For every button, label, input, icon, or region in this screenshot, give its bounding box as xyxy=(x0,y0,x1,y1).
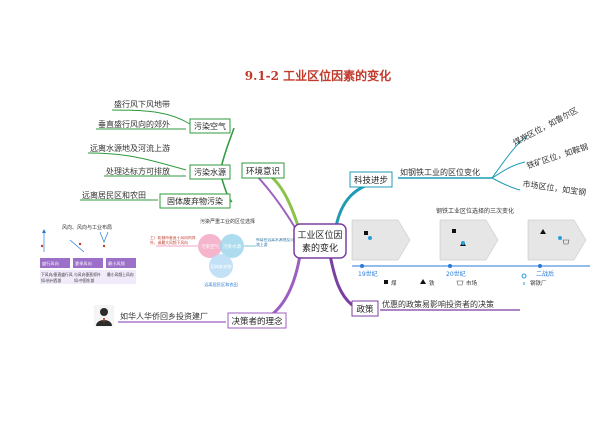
env-leaf-3: 远离水源地及河流上游 xyxy=(90,143,170,153)
legend-market: 市场 xyxy=(466,279,478,287)
pollution-left-note: 工厂距城市垂直于风向的郊外，或最大风频下风向 xyxy=(150,236,196,245)
era-label-2: 20世纪 xyxy=(446,270,466,278)
pollution-right-note-box: 布局在远离水源地及河流上游 xyxy=(256,238,294,247)
wind-r1-3: 最小风频上风向 xyxy=(107,272,134,277)
solid-waste-label: 固体废弃物污染 xyxy=(167,196,223,206)
era-2-panel xyxy=(439,219,499,261)
tech-leaf-3-line xyxy=(491,177,521,191)
pollution-right-note: 布局在远离水源地及河流上游 xyxy=(256,238,294,247)
avatar xyxy=(94,305,114,327)
pollution-bottom-note: 远离居民区和农田 xyxy=(204,281,238,288)
page-title: 9.1-2 工业区位因素的变化 xyxy=(245,68,391,83)
leaf-3-line xyxy=(87,152,187,171)
steel-figure xyxy=(351,219,590,268)
wind-r1-1: 下风向/垂直盛行风 xyxy=(41,272,73,277)
era-label-3: 二战后 xyxy=(536,270,554,278)
wind-r2-1: 如:杭州西部 xyxy=(41,278,61,283)
plant-marker-1 xyxy=(368,236,372,240)
decision-text: 如华人华侨回乡投资建厂 xyxy=(120,311,208,321)
wind-figure xyxy=(40,229,136,284)
coal-marker-1 xyxy=(364,231,368,235)
tech-node[interactable] xyxy=(349,171,393,188)
policy-text: 优惠的政策易影响投资者的决策 xyxy=(382,299,494,309)
center-node-line2: 素的变化 xyxy=(302,242,338,254)
pollution-left-note-box: 工厂距城市垂直于风向的郊外，或最大风频下风向 xyxy=(150,236,196,245)
leaf-1-line xyxy=(111,109,191,125)
policy-node[interactable] xyxy=(351,300,379,317)
tech-leaf-3: 市场区位，如宝钢 xyxy=(522,178,587,197)
pollution-figure-title: 污染严重工业的区位选择 xyxy=(200,218,255,225)
policy-node-label: 政策 xyxy=(356,304,374,315)
wind-r1-2: 与风向垂直郊外 xyxy=(74,272,101,277)
legend-plant: 钢铁厂 xyxy=(530,279,547,287)
env-node[interactable] xyxy=(241,162,285,179)
steel-figure-title: 钢铁工业区位选择的三次变化 xyxy=(436,207,514,215)
legend-coal: 煤 xyxy=(391,279,397,287)
legend-iron: 铁 xyxy=(429,279,435,287)
timeline-dot-1 xyxy=(360,264,364,268)
tech-leaf-1: 煤炭区位，如鲁尔区 xyxy=(511,105,579,148)
branch-decision-curve xyxy=(269,254,302,318)
pollution-water-label: 污染水源 xyxy=(194,167,226,177)
tech-leaf-1-line xyxy=(491,134,529,179)
tech-example: 如钢铁工业的区位变化 xyxy=(400,167,480,177)
branch-env-curve xyxy=(261,168,302,233)
era-3-panel xyxy=(527,219,587,261)
pollution-water-node[interactable] xyxy=(189,164,231,180)
tech-leaf-2-line xyxy=(491,161,526,179)
era-label-1: 19世纪 xyxy=(358,270,378,278)
decision-node-label: 决策者的理念 xyxy=(231,316,283,327)
pollution-air-node[interactable] xyxy=(189,118,231,134)
wind-col-2: 夏季风向 xyxy=(75,260,92,267)
solid-waste-node[interactable] xyxy=(159,193,231,209)
wind-r2-2: 如:中国东部 xyxy=(74,278,94,283)
pollution-circle-1: 污染空气 xyxy=(201,243,219,250)
wind-col-1: 盛行风向 xyxy=(42,260,59,267)
legend-market-icon xyxy=(456,280,464,286)
tech-node-label: 科技进步 xyxy=(354,175,388,186)
wind-figure-title: 风向、风向与工业布局 xyxy=(62,224,112,231)
wind-col-3: 最小风频 xyxy=(108,260,126,267)
decision-node[interactable] xyxy=(227,312,287,329)
center-node-line1: 工业区位因 xyxy=(297,229,342,241)
plant-marker-3 xyxy=(558,236,562,240)
env-leaf-2: 垂直盛行风向的郊外 xyxy=(98,119,170,129)
env-leaf-5: 远离居民区和农田 xyxy=(82,190,146,200)
branch-policy-curve xyxy=(328,254,354,307)
timeline-dot-2 xyxy=(448,264,452,268)
env-leaf-4: 处理达标方可排放 xyxy=(106,166,170,176)
pollution-circle-2: 污染水源 xyxy=(223,243,241,250)
pollution-figure xyxy=(156,234,256,278)
env-leaf-1: 盛行风下风地带 xyxy=(114,99,170,109)
market-marker-3 xyxy=(562,239,570,245)
legend-iron-icon xyxy=(420,279,426,284)
timeline-dot-3 xyxy=(538,264,542,268)
pollution-air-label: 污染空气 xyxy=(194,121,226,131)
env-node-label: 环境意识 xyxy=(246,166,280,177)
pollution-circle-3: 固体废弃物 xyxy=(211,263,232,270)
legend-plant-icon xyxy=(521,273,527,285)
legend-coal-icon xyxy=(384,280,388,284)
iron-marker-3 xyxy=(540,229,546,234)
plant-marker-2 xyxy=(461,241,465,245)
center-node[interactable] xyxy=(293,223,347,259)
tech-leaf-2: 铁矿区位，如鞍钢 xyxy=(525,141,589,170)
coal-marker-2 xyxy=(452,229,456,233)
era-1-panel xyxy=(351,219,411,261)
